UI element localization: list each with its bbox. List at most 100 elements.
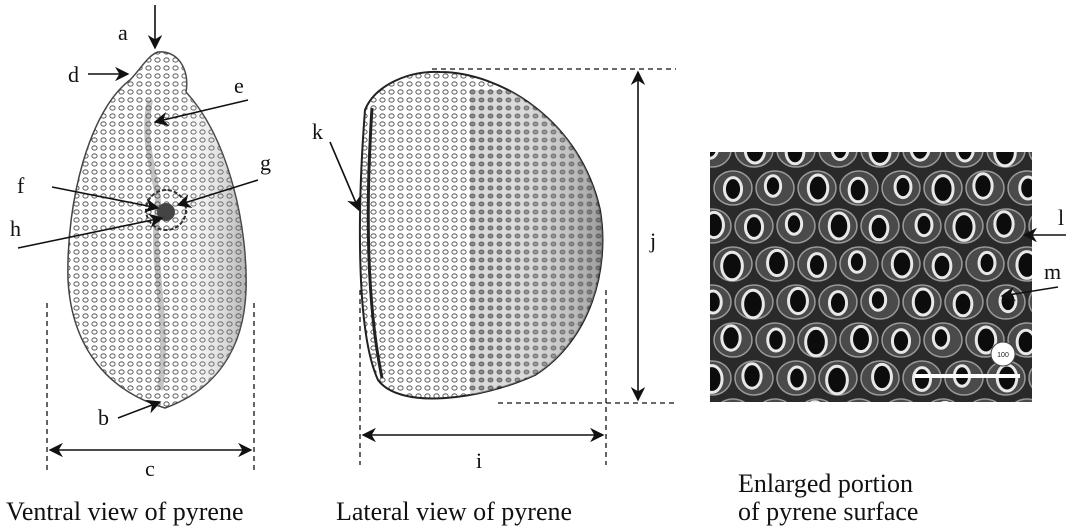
surface-pit bbox=[1038, 290, 1058, 317]
surface-cell bbox=[924, 399, 962, 433]
surface-pit bbox=[870, 138, 890, 165]
label-b: b bbox=[98, 405, 109, 430]
surface-pit bbox=[768, 250, 787, 275]
surface-pit bbox=[806, 402, 824, 426]
surface-pit bbox=[727, 404, 743, 425]
label-m: m bbox=[1044, 259, 1061, 284]
surface-cell bbox=[693, 133, 731, 167]
surface-pit bbox=[808, 254, 825, 277]
surface-pit bbox=[765, 176, 780, 196]
surface-pit bbox=[789, 367, 806, 389]
surface-cell bbox=[798, 399, 836, 433]
surface-pit bbox=[852, 405, 869, 427]
label-l: l bbox=[1058, 205, 1064, 230]
surface-cell bbox=[903, 133, 941, 167]
surface-caption-line2: of pyrene surface bbox=[738, 498, 918, 526]
surface-cell bbox=[1050, 171, 1075, 205]
surface-pit bbox=[995, 138, 1016, 166]
surface-pit bbox=[722, 326, 740, 350]
label-h: h bbox=[10, 216, 21, 241]
surface-pit bbox=[895, 176, 911, 197]
surface-pit bbox=[743, 364, 761, 388]
surface-pit bbox=[808, 175, 828, 201]
surface-pit bbox=[786, 140, 804, 164]
surface-pit bbox=[933, 254, 951, 278]
surface-pit bbox=[870, 290, 885, 310]
lateral-caption: Lateral view of pyrene bbox=[336, 498, 572, 526]
surface-pit bbox=[789, 288, 808, 313]
surface-pit bbox=[849, 178, 867, 202]
surface-pit bbox=[933, 328, 948, 348]
surface-pit bbox=[832, 138, 848, 159]
surface-pit bbox=[1063, 328, 1075, 349]
arrow-b bbox=[118, 402, 160, 418]
surface-pit bbox=[827, 366, 848, 394]
surface-pit bbox=[1038, 368, 1056, 392]
surface-pit bbox=[913, 368, 930, 391]
surface-pit bbox=[768, 329, 785, 351]
surface-pit bbox=[890, 404, 911, 432]
surface-pit bbox=[765, 404, 785, 431]
surface-cell bbox=[1050, 323, 1075, 357]
label-c: c bbox=[145, 456, 155, 481]
surface-pit bbox=[954, 292, 972, 316]
surface-pit bbox=[933, 176, 953, 203]
surface-pit bbox=[1060, 403, 1075, 429]
surface-cell bbox=[1050, 399, 1075, 433]
scale-text: 100 bbox=[997, 352, 1009, 359]
surface-pit bbox=[722, 252, 743, 280]
surface-cell bbox=[756, 399, 794, 433]
surface-micrograph: 100 bbox=[693, 133, 1075, 433]
surface-pit bbox=[786, 214, 801, 234]
lateral-pyrene bbox=[355, 60, 615, 420]
label-k: k bbox=[312, 119, 323, 144]
surface-pit bbox=[705, 212, 724, 237]
surface-pit bbox=[954, 214, 974, 241]
surface-pit bbox=[976, 406, 993, 429]
label-g: g bbox=[260, 150, 271, 175]
arrow-k bbox=[330, 142, 359, 210]
surface-pit bbox=[849, 252, 864, 272]
label-e: e bbox=[234, 73, 244, 98]
surface-pit bbox=[995, 212, 1013, 236]
label-j: j bbox=[649, 228, 656, 253]
surface-pit bbox=[829, 292, 846, 315]
surface-pit bbox=[702, 366, 722, 393]
surface-pit bbox=[852, 326, 871, 351]
surface-pit bbox=[957, 139, 974, 161]
surface-pit bbox=[1017, 252, 1037, 279]
surface-pit bbox=[702, 138, 717, 158]
surface-cell bbox=[882, 399, 920, 433]
surface-pit bbox=[745, 216, 762, 239]
surface-pit bbox=[916, 214, 932, 235]
surface-pit bbox=[892, 251, 912, 277]
surface-pit bbox=[873, 364, 892, 389]
surface-pit bbox=[974, 174, 992, 198]
surface-pit bbox=[1041, 215, 1058, 237]
label-a: a bbox=[118, 20, 128, 45]
surface-cell bbox=[1029, 133, 1067, 167]
surface-caption-line1: Enlarged portion bbox=[738, 470, 913, 498]
label-d: d bbox=[68, 62, 79, 87]
surface-cell bbox=[819, 133, 857, 167]
surface-cell bbox=[966, 399, 1004, 433]
surface-pit bbox=[911, 136, 929, 160]
surface-pit bbox=[1058, 176, 1075, 204]
ventral-pyrene bbox=[60, 40, 260, 420]
surface-pit bbox=[806, 328, 827, 356]
surface-pit bbox=[936, 402, 955, 427]
surface-pit bbox=[892, 330, 909, 353]
ventral-caption: Ventral view of pyrene bbox=[6, 498, 244, 526]
surface-pit bbox=[1020, 177, 1037, 199]
label-i: i bbox=[476, 448, 482, 473]
surface-pit bbox=[724, 178, 741, 201]
surface-pit bbox=[1017, 330, 1035, 354]
label-f: f bbox=[17, 173, 25, 198]
surface-pit bbox=[979, 252, 995, 273]
surface-cell bbox=[714, 399, 752, 433]
surface-pit bbox=[1041, 136, 1060, 161]
surface-pit bbox=[913, 289, 933, 315]
surface-cell bbox=[840, 399, 878, 433]
surface-pit bbox=[745, 137, 765, 163]
